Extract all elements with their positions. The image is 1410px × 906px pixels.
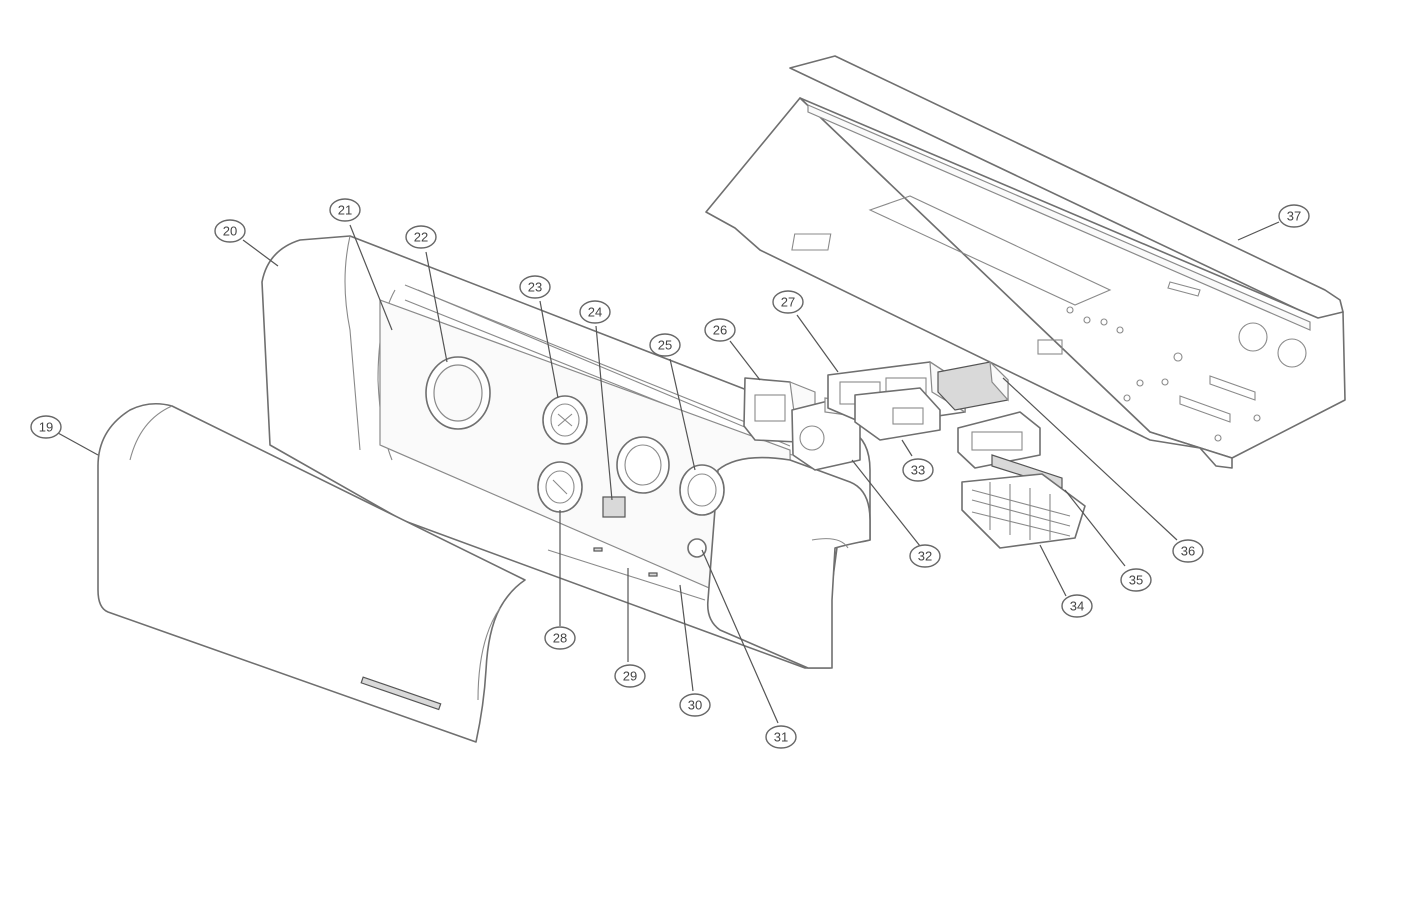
control-panel <box>425 356 725 601</box>
callout-19: 19 <box>30 415 62 439</box>
callout-20: 20 <box>214 219 246 243</box>
callout-20-label: 20 <box>223 224 237 239</box>
callout-22: 22 <box>405 225 437 249</box>
callout-33: 33 <box>902 458 934 482</box>
callout-33-label: 33 <box>911 463 925 478</box>
callout-23: 23 <box>519 275 551 299</box>
callout-36: 36 <box>1172 539 1204 563</box>
callout-37-label: 37 <box>1287 209 1301 224</box>
callout-35-label: 35 <box>1129 573 1143 588</box>
callout-21-label: 21 <box>338 203 352 218</box>
relay-33 <box>854 387 941 441</box>
indicator-24 <box>602 496 626 518</box>
callout-32: 32 <box>909 544 941 568</box>
terminal-strip-34 <box>961 473 1086 549</box>
knob-25 <box>679 464 725 516</box>
callout-27: 27 <box>772 290 804 314</box>
callout-34-label: 34 <box>1070 599 1084 614</box>
callout-25-label: 25 <box>658 338 672 353</box>
leader-lines <box>57 221 1280 724</box>
callout-26-label: 26 <box>713 323 727 338</box>
callout-28-label: 28 <box>553 631 567 646</box>
callout-35: 35 <box>1120 568 1152 592</box>
callout-25: 25 <box>649 333 681 357</box>
callout-30: 30 <box>679 693 711 717</box>
callout-31: 31 <box>765 725 797 749</box>
callout-36-label: 36 <box>1181 544 1195 559</box>
chassis-tray <box>705 55 1346 469</box>
callout-29-label: 29 <box>623 669 637 684</box>
callout-30-label: 30 <box>688 698 702 713</box>
callout-21: 21 <box>329 198 361 222</box>
callout-27-label: 27 <box>781 295 795 310</box>
callout-24: 24 <box>579 300 611 324</box>
callout-22-label: 22 <box>414 230 428 245</box>
callout-23-label: 23 <box>528 280 542 295</box>
callout-28: 28 <box>544 626 576 650</box>
callout-31-label: 31 <box>774 730 788 745</box>
callout-37: 37 <box>1278 204 1310 228</box>
callout-19-label: 19 <box>39 420 53 435</box>
callout-32-label: 32 <box>918 549 932 564</box>
callout-24-label: 24 <box>588 305 602 320</box>
callout-26: 26 <box>704 318 736 342</box>
callout-29: 29 <box>614 664 646 688</box>
transformer-36 <box>937 360 1009 411</box>
front-cover <box>97 402 526 743</box>
button-31 <box>687 538 707 558</box>
callout-34: 34 <box>1061 594 1093 618</box>
